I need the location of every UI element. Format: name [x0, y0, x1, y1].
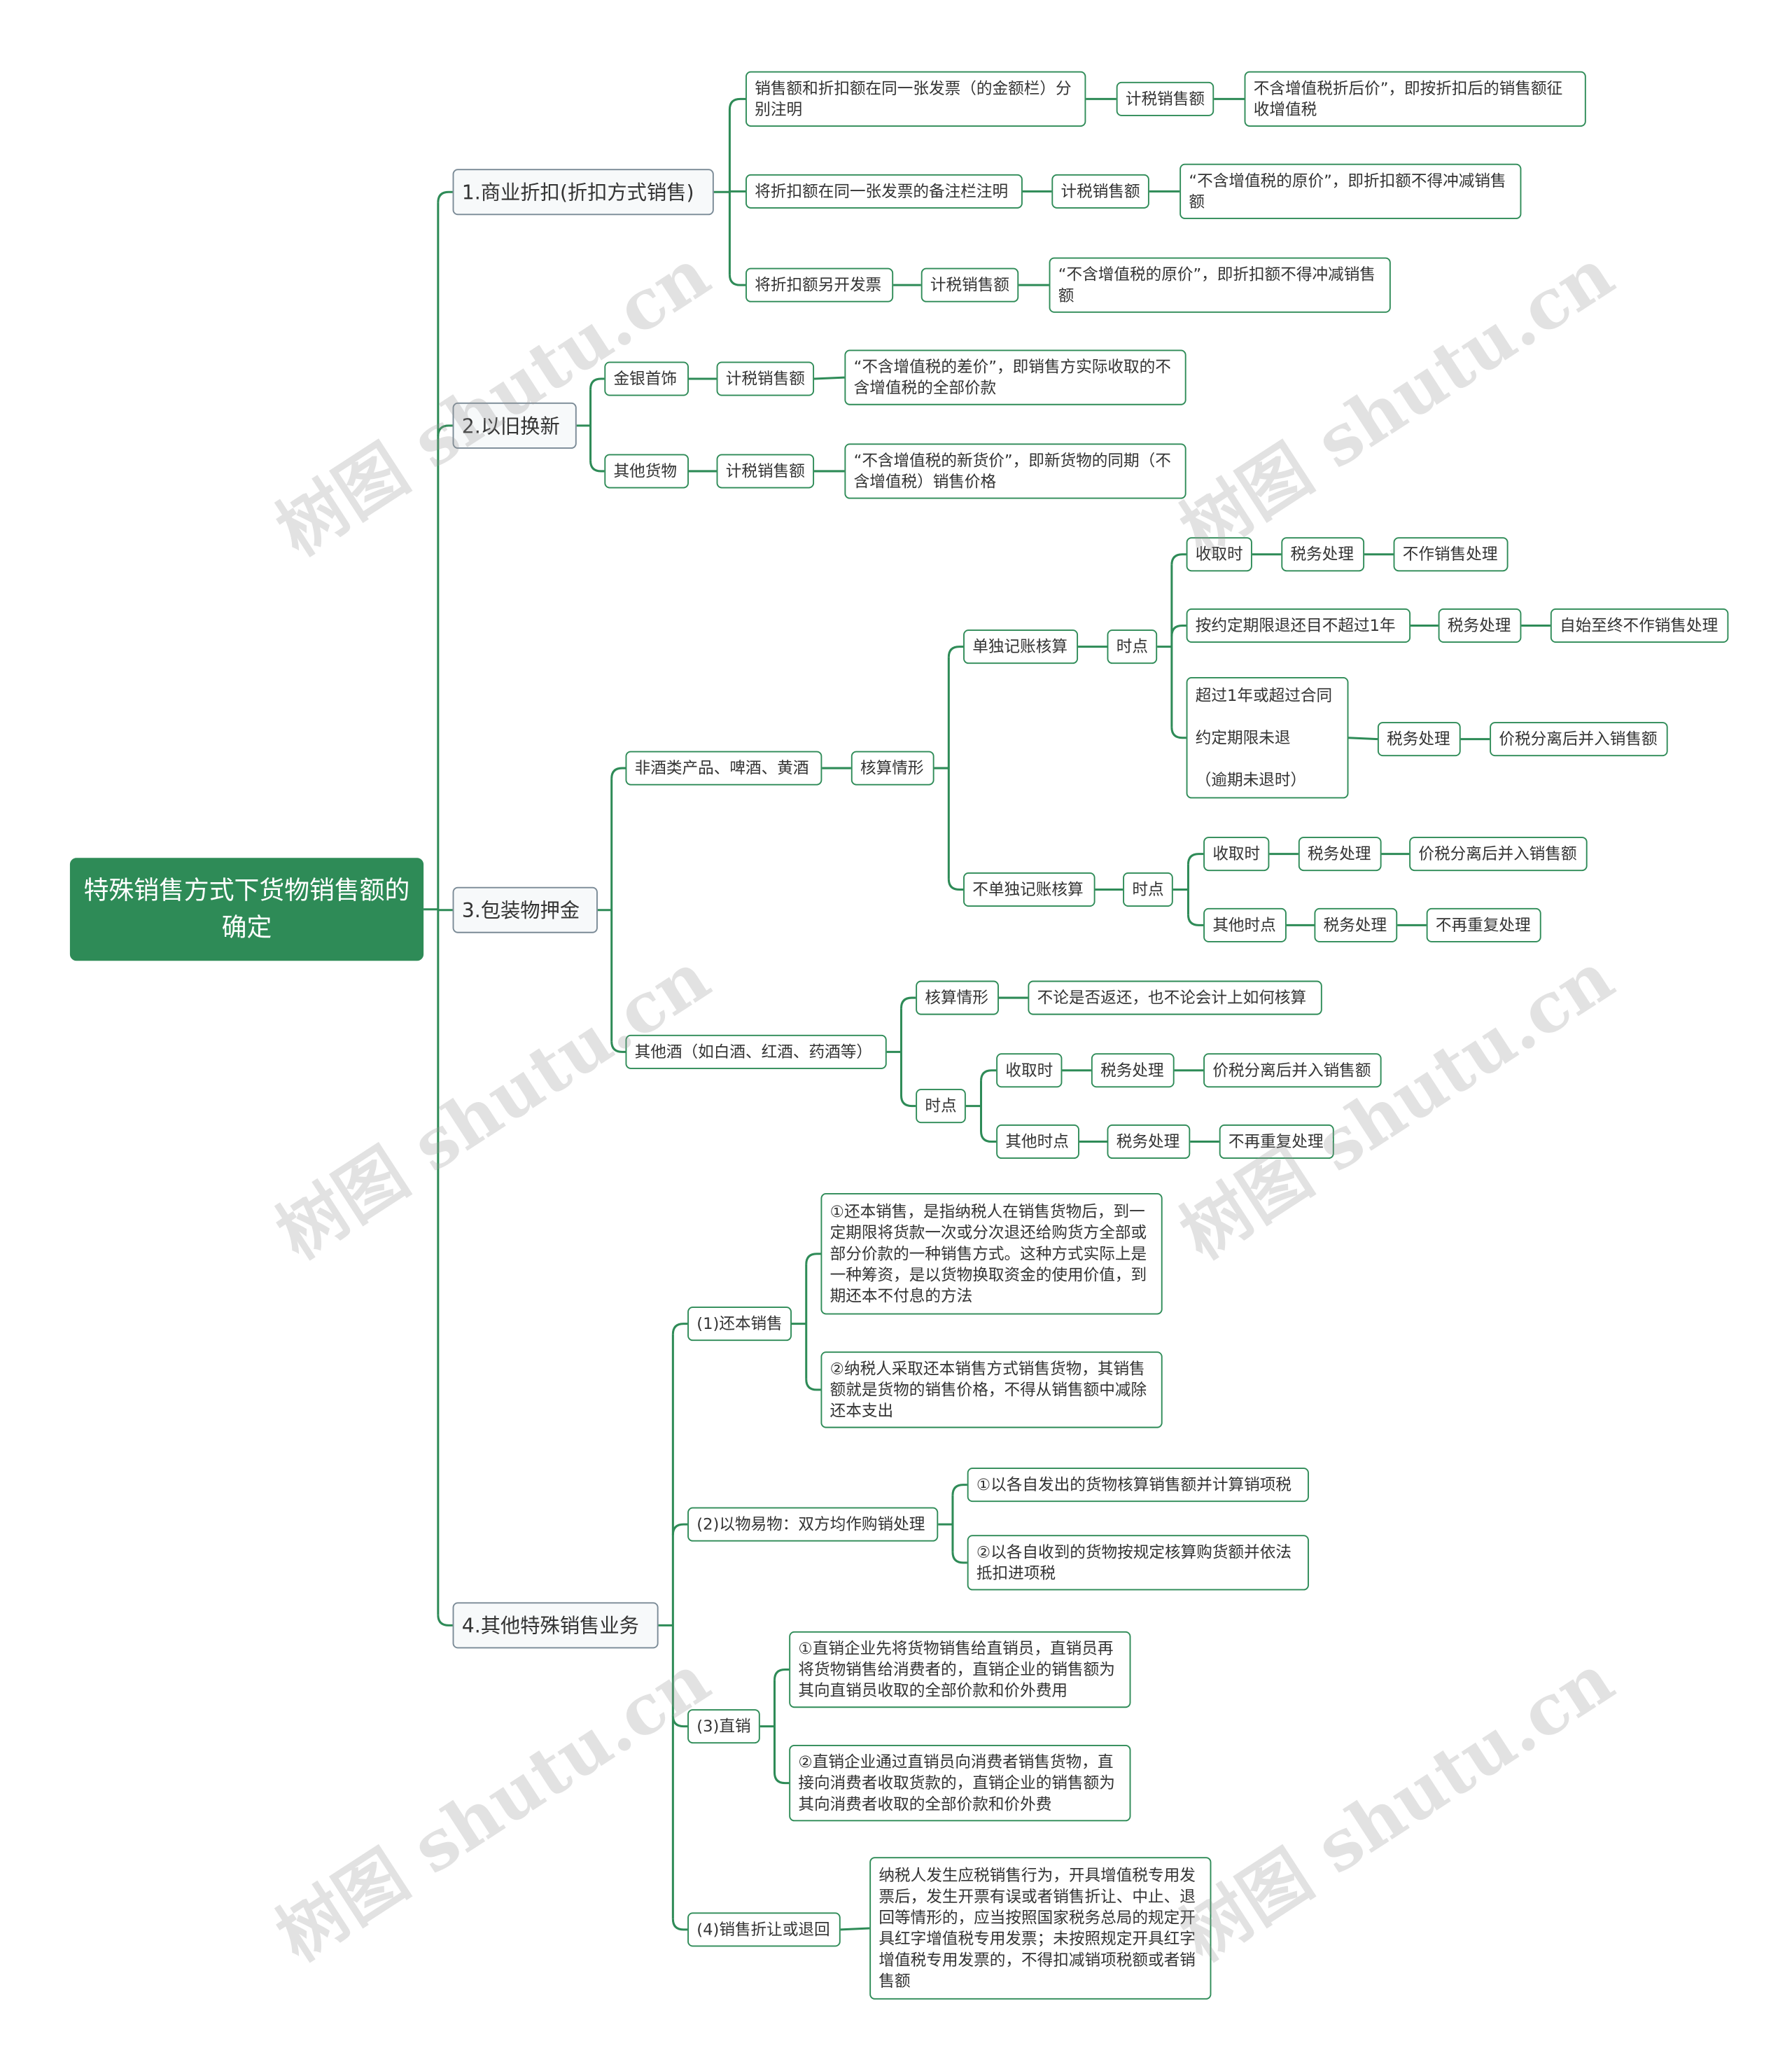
b1-result-3[interactable]: “不含增值税的原价”，即折扣额不得冲减销售额 [1049, 257, 1391, 313]
connector [840, 1927, 870, 1931]
connector [1170, 553, 1186, 565]
b3-sep-r1-result[interactable]: 不作销售处理 [1393, 537, 1508, 572]
b3-sep-r3-when[interactable]: 超过1年或超过合同 约定期限未退 （逾期未退时） [1186, 677, 1349, 799]
b1-kind-2[interactable]: 计税销售额 [1051, 174, 1149, 209]
branch-packaging-deposit[interactable]: 3.包装物押金 [452, 886, 598, 933]
b4-direct-sales[interactable]: (3)直销 [687, 1709, 760, 1744]
b3-notsep-r1-result[interactable]: 价税分离后并入销售额 [1409, 837, 1588, 872]
b3-liquor-time[interactable]: 时点 [916, 1089, 966, 1124]
b3-sep-r3-tax[interactable]: 税务处理 [1377, 722, 1461, 757]
connector [979, 1069, 997, 1081]
b3-notsep-r1-tax[interactable]: 税务处理 [1298, 837, 1382, 872]
connector [589, 377, 605, 390]
b1-result-1[interactable]: 不含增值税折后价”，即按折扣后的销售额征收增值税 [1244, 71, 1586, 127]
connector [805, 1379, 821, 1391]
connector [951, 1552, 967, 1564]
connector [947, 879, 964, 891]
b3-sep-r1-when[interactable]: 收取时 [1186, 537, 1252, 572]
connector [728, 97, 746, 110]
b2-kind-1[interactable]: 计税销售额 [716, 361, 815, 396]
b3-sep-r2-tax[interactable]: 税务处理 [1438, 608, 1522, 643]
connector [671, 1918, 688, 1931]
b1-result-2[interactable]: “不含增值税的原价”，即折扣额不得冲减销售额 [1180, 163, 1522, 219]
connector [1170, 727, 1186, 739]
b4-sales-allowance-return[interactable]: (4)销售折让或退回 [687, 1912, 841, 1947]
b3-liquor-r2-result[interactable]: 不再重复处理 [1219, 1124, 1334, 1159]
b1-cond-remark-column[interactable]: 将折扣额在同一张发票的备注栏注明 [746, 174, 1023, 209]
b3-separate-account[interactable]: 单独记账核算 [963, 629, 1079, 664]
b3-liquor-r1-when[interactable]: 收取时 [996, 1053, 1063, 1088]
connector [979, 1131, 997, 1143]
b1-cond-separate-invoice[interactable]: 将折扣额另开发票 [746, 267, 894, 302]
connector [899, 996, 916, 1009]
connector [899, 1095, 916, 1108]
b3-sep-r2-result[interactable]: 自始至终不作销售处理 [1550, 608, 1729, 643]
b1-cond-same-invoice-amount[interactable]: 销售额和折扣额在同一张发票（的金额栏）分别注明 [746, 71, 1086, 127]
b4-repayment-sales[interactable]: (1)还本销售 [687, 1307, 792, 1342]
connector [610, 1041, 626, 1053]
b3-liquor-acct[interactable]: 核算情形 [916, 980, 999, 1015]
b4-s2-note-1[interactable]: ①以各自发出的货物核算销售额并计算销项税 [967, 1468, 1309, 1503]
connector [951, 1484, 967, 1496]
b3-notsep-time[interactable]: 时点 [1123, 872, 1173, 907]
b3-liquor[interactable]: 其他酒（如白酒、红酒、药酒等） [625, 1034, 887, 1069]
b4-s1-note-1[interactable]: ①还本销售，是指纳税人在销售货物后，到一定期限将货款一次或分次退还给购货方全部或… [820, 1193, 1163, 1315]
connector [437, 1615, 453, 1626]
b3-liquor-r2-when[interactable]: 其他时点 [996, 1124, 1079, 1159]
connector [1186, 914, 1204, 926]
b1-kind-3[interactable]: 计税销售额 [920, 267, 1019, 302]
connector [813, 376, 845, 380]
connector [1186, 853, 1204, 865]
b3-nonliquor[interactable]: 非酒类产品、啤酒、黄酒 [625, 751, 822, 786]
connector [610, 767, 626, 779]
b2-result-1[interactable]: “不含增值税的差价”，即销售方实际收取的不含增值税的全部价款 [844, 349, 1186, 405]
b3-liquor-r1-result[interactable]: 价税分离后并入销售额 [1203, 1053, 1382, 1088]
b4-s1-note-2[interactable]: ②纳税人采取还本销售方式销售货物，其销售额就是货物的销售价格，不得从销售额中减除… [820, 1351, 1163, 1428]
connector [671, 1715, 688, 1728]
b3-notsep-r2-result[interactable]: 不再重复处理 [1426, 907, 1541, 942]
b3-notsep-r2-tax[interactable]: 税务处理 [1314, 907, 1398, 942]
b3-not-separate-account[interactable]: 不单独记账核算 [963, 872, 1096, 907]
b3-sep-r2-when[interactable]: 按约定期限退还目不超过1年 [1186, 608, 1411, 643]
b1-kind-1[interactable]: 计税销售额 [1116, 81, 1214, 116]
connector [589, 460, 605, 473]
b4-barter[interactable]: (2)以物易物：双方均作购销处理 [687, 1507, 939, 1542]
connector [773, 1772, 790, 1785]
b3-liquor-acct-note[interactable]: 不论是否返还，也不论会计上如何核算 [1028, 980, 1322, 1015]
connector [1348, 737, 1378, 741]
b4-s2-note-2[interactable]: ②以各自收到的货物按规定核算购货额并依法抵扣进项税 [967, 1535, 1309, 1591]
b3-sep-r3-result[interactable]: 价税分离后并入销售额 [1490, 722, 1668, 757]
b2-other-goods[interactable]: 其他货物 [604, 454, 689, 489]
b3-liquor-r1-tax[interactable]: 税务处理 [1091, 1053, 1175, 1088]
connector [947, 646, 964, 657]
connector [437, 424, 453, 437]
b4-s4-note-1[interactable]: 纳税人发生应税销售行为，开具增值税专用发票后，发生开票有误或者销售折让、中止、退… [869, 1857, 1212, 2000]
branch-other-special-sales[interactable]: 4.其他特殊销售业务 [452, 1602, 659, 1649]
connector [773, 1669, 790, 1680]
b2-kind-2[interactable]: 计税销售额 [716, 454, 815, 489]
b2-gold-jewelry[interactable]: 金银首饰 [604, 361, 689, 396]
connector [671, 1523, 688, 1535]
connector [805, 1253, 821, 1265]
connector [671, 1323, 688, 1335]
connector [1170, 624, 1186, 636]
b3-nonliquor-acct[interactable]: 核算情形 [850, 751, 934, 786]
b4-s3-note-1[interactable]: ①直销企业先将货物销售给直销员，直销员再将货物销售给消费者的，直销企业的销售额为… [789, 1631, 1131, 1708]
b4-s3-note-2[interactable]: ②直销企业通过直销员向消费者销售货物，直接向消费者收取货款的，直销企业的销售额为… [789, 1744, 1131, 1822]
b2-result-2[interactable]: “不含增值税的新货价”，即新货物的同期（不含增值税）销售价格 [844, 443, 1186, 499]
connector [728, 274, 746, 286]
b3-notsep-r1-when[interactable]: 收取时 [1203, 837, 1270, 872]
branch-commercial-discount[interactable]: 1.商业折扣(折扣方式销售) [452, 169, 714, 216]
b3-separate-time[interactable]: 时点 [1107, 629, 1158, 664]
b3-liquor-r2-tax[interactable]: 税务处理 [1107, 1124, 1191, 1159]
b3-notsep-r2-when[interactable]: 其他时点 [1203, 907, 1287, 942]
root-topic[interactable]: 特殊销售方式下货物销售额的确定 [69, 858, 424, 961]
b3-sep-r1-tax[interactable]: 税务处理 [1281, 537, 1365, 572]
branch-trade-in[interactable]: 2.以旧换新 [452, 402, 577, 449]
connector [437, 190, 453, 203]
